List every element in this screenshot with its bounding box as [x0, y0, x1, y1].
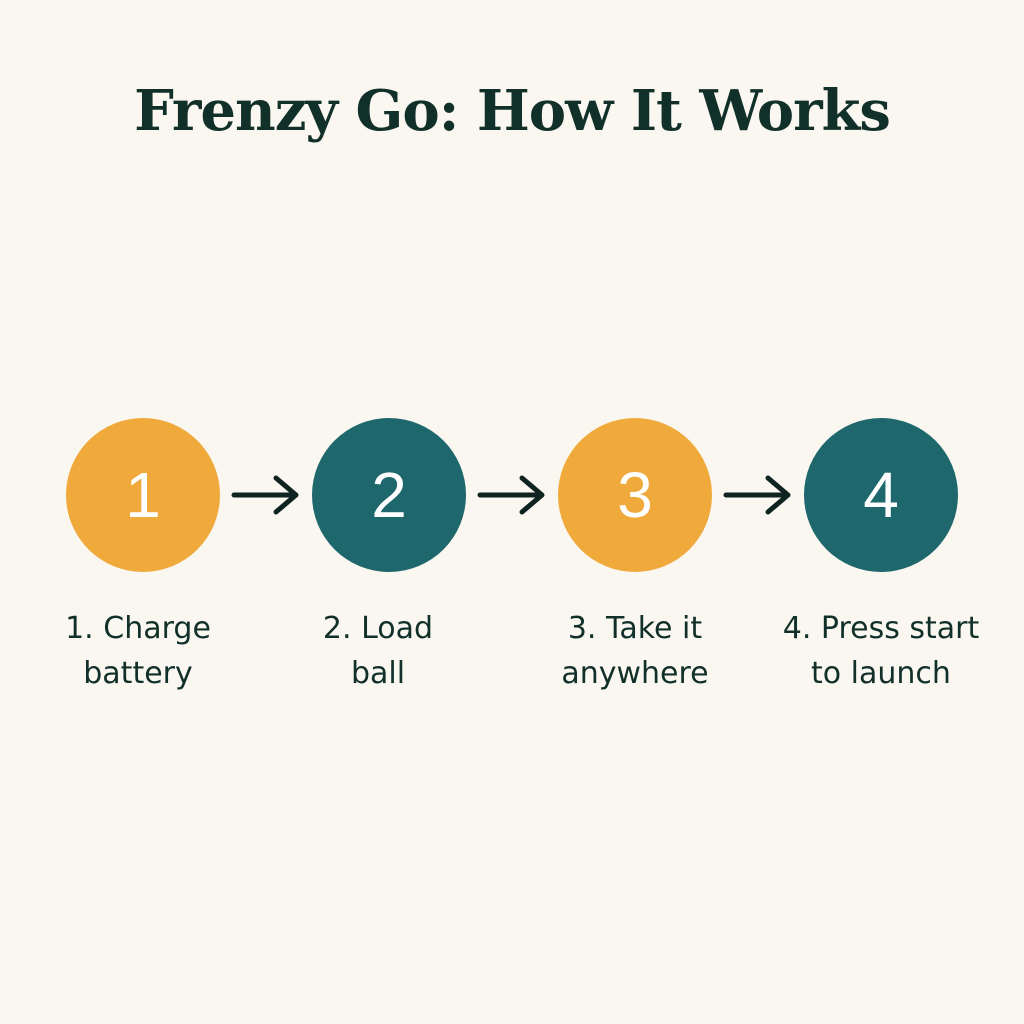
arrow-right-icon [723, 475, 791, 515]
step-2-label-line-2: ball [350, 656, 406, 691]
step-3-label: 3. Take it anywhere [515, 606, 755, 696]
step-3-circle: 3 [558, 418, 712, 572]
step-3-number: 3 [617, 459, 653, 531]
page-title: Frenzy Go: How It Works [134, 78, 891, 144]
step-1-label: 1. Charge battery [18, 606, 258, 696]
step-3-label-line-1: 3. Take it [567, 611, 703, 646]
step-2-number: 2 [371, 459, 407, 531]
step-2-label-line-1: 2. Load [322, 611, 434, 646]
step-1-number: 1 [125, 459, 161, 531]
step-4-label-line-2: to launch [811, 656, 951, 691]
step-4-number: 4 [863, 459, 899, 531]
step-3-label-line-2: anywhere [561, 656, 709, 691]
step-2-label: 2. Load ball [258, 606, 498, 696]
arrow-right-icon [477, 475, 545, 515]
step-1-label-line-1: 1. Charge [65, 611, 211, 646]
step-2-circle: 2 [312, 418, 466, 572]
step-4-circle: 4 [804, 418, 958, 572]
step-1-label-line-2: battery [83, 656, 193, 691]
step-1-circle: 1 [66, 418, 220, 572]
step-4-label: 4. Press start to launch [761, 606, 1001, 696]
arrow-right-icon [231, 475, 299, 515]
step-4-label-line-1: 4. Press start [782, 611, 980, 646]
